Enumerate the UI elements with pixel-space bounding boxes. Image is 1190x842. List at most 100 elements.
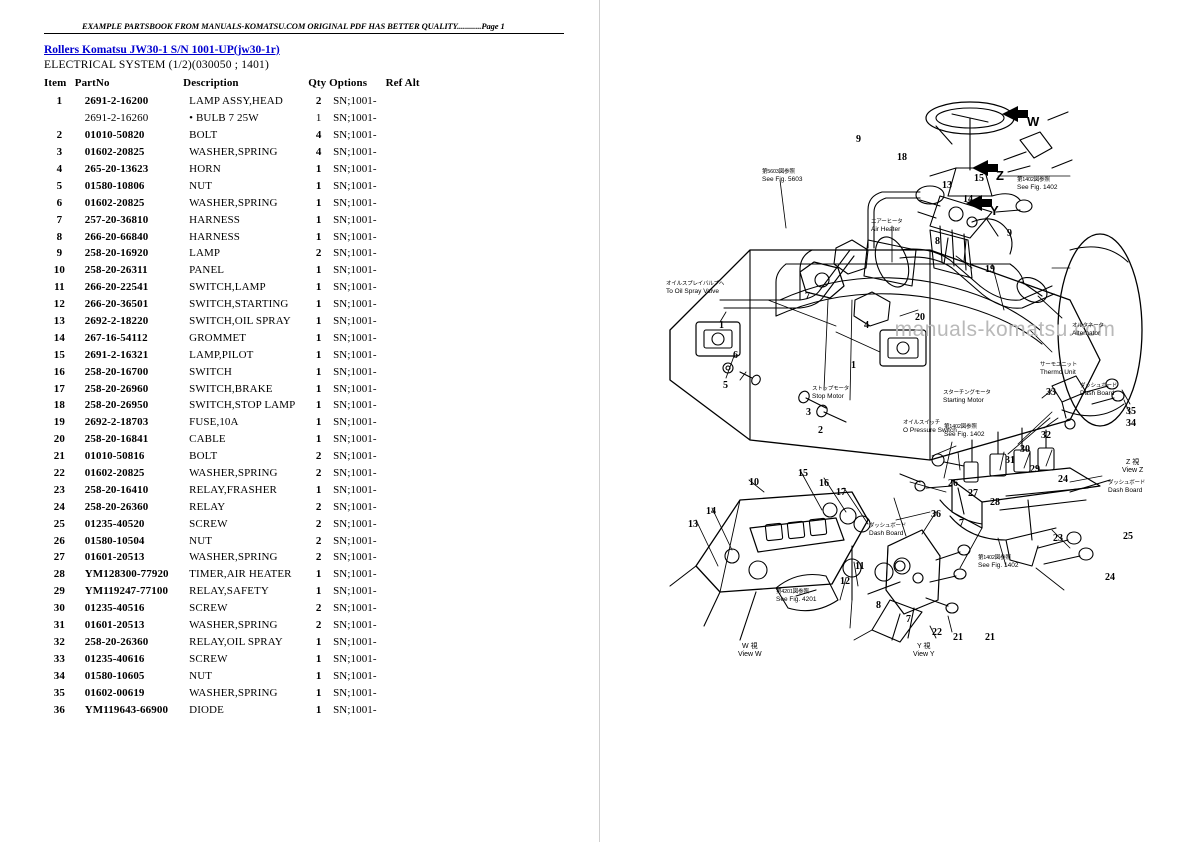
cell-item: 29	[53, 585, 65, 598]
cell-refalt	[386, 600, 424, 617]
callout-number: 32	[1041, 430, 1051, 441]
cell-refalt	[386, 110, 424, 127]
callout-number: 3	[806, 407, 811, 418]
callout-number: 7	[959, 518, 964, 529]
cell-partno: 258-20-26950	[84, 399, 149, 412]
cell-refalt	[386, 194, 424, 211]
label-en: See Fig. 5603	[762, 176, 803, 183]
cell-partno: 01235-40616	[84, 652, 145, 665]
callout-number: 8	[935, 236, 940, 247]
cell-item: 1	[56, 95, 63, 108]
cell-refalt	[386, 397, 424, 414]
cell-options: SN;1001-	[333, 281, 377, 294]
catalog-title-link[interactable]: Rollers Komatsu JW30-1 S/N 1001-UP(jw30-…	[44, 44, 280, 56]
cell-partno: 266-20-22541	[84, 281, 149, 294]
left-page: EXAMPLE PARTSBOOK FROM MANUALS-KOMATSU.C…	[44, 21, 564, 718]
cell-refalt	[386, 498, 424, 515]
cell-description: WASHER,SPRING	[189, 619, 278, 632]
cell-options: SN;1001-	[333, 331, 377, 344]
label-jp: 第1402図参照	[1017, 177, 1050, 183]
label-en: Dash Board	[1108, 487, 1143, 494]
cell-description: HORN	[189, 163, 221, 175]
label-en: O Pressure Switch	[903, 427, 957, 434]
cell-partno: 258-20-26960	[84, 382, 149, 395]
cell-partno: 01010-50820	[84, 129, 145, 142]
cell-options: SN;1001-	[333, 298, 377, 311]
cell-partno: 2691-2-16200	[84, 95, 149, 108]
cell-options: SN;1001-	[333, 500, 377, 513]
cell-partno: 01235-40516	[84, 602, 145, 615]
callout-number: 15	[974, 173, 984, 184]
cell-qty: 2	[315, 450, 322, 463]
cell-description: SCREW	[189, 652, 228, 665]
cell-partno: 267-16-54112	[84, 331, 148, 344]
callout-number: 7	[906, 614, 911, 625]
cell-qty: 1	[315, 652, 322, 665]
section-subtitle: ELECTRICAL SYSTEM (1/2)(030050 ; 1401)	[44, 59, 270, 71]
cell-qty: 1	[315, 416, 322, 429]
cell-partno: YM119247-77100	[84, 585, 169, 598]
cell-item: 36	[53, 703, 65, 716]
cell-item: 16	[53, 365, 65, 378]
view-label-jp: W 視	[742, 643, 758, 650]
cell-item: 30	[53, 602, 65, 615]
cell-refalt	[386, 211, 424, 228]
cell-item: 17	[53, 382, 65, 395]
right-page: EXAMPLE PARTSBOOK FROM MANUALS-KOMATSU.C…	[600, 0, 1190, 842]
cell-options: SN;1001-	[333, 399, 377, 412]
callout-number: 2	[818, 425, 823, 436]
cell-refalt	[386, 617, 424, 634]
callout-number: 4	[864, 320, 869, 331]
cell-item: 25	[53, 517, 65, 530]
cell-refalt	[386, 346, 424, 363]
callout-number: 14	[706, 506, 716, 517]
cell-item: 22	[53, 467, 65, 480]
cell-refalt	[386, 515, 424, 532]
callout-number: 16	[819, 478, 829, 489]
cell-qty: 2	[315, 467, 322, 480]
cell-partno: 01602-00619	[84, 686, 145, 699]
cell-refalt	[386, 532, 424, 549]
label-en: Dash Board	[869, 530, 904, 537]
cell-partno: 01601-20513	[84, 619, 145, 632]
cell-qty: 1	[315, 298, 322, 311]
cell-qty: 1	[315, 365, 322, 378]
cell-refalt	[386, 177, 424, 194]
callout-number: 31	[1005, 455, 1015, 466]
label-en: See Fig. 4201	[776, 596, 817, 603]
cell-partno: 258-20-16700	[84, 365, 149, 378]
cell-description: HARNESS	[189, 230, 240, 243]
cell-description: WASHER,SPRING	[189, 146, 278, 159]
column-header-description: Description	[183, 77, 239, 89]
parts-table: Item PartNo Description Qty Options Ref …	[44, 77, 424, 718]
label-jp: サーモユニット	[1040, 362, 1078, 368]
cell-description: LAMP ASSY,HEAD	[189, 95, 283, 108]
cell-partno: 01602-20825	[84, 467, 145, 480]
cell-item: 21	[53, 450, 65, 463]
cell-partno: 01580-10806	[84, 179, 145, 192]
callout-number: 24	[1058, 474, 1068, 485]
callout-number: 29	[1030, 464, 1040, 475]
label-jp: 第4201図参照	[776, 589, 809, 595]
cell-item: 2	[56, 129, 63, 142]
cell-options: SN;1001-	[333, 652, 377, 665]
callout-number: 17	[836, 487, 846, 498]
cell-refalt	[386, 329, 424, 346]
label-jp: 第5603図参照	[762, 169, 795, 175]
cell-options: SN;1001-	[333, 568, 377, 581]
cell-qty: 1	[315, 213, 322, 226]
cell-refalt	[386, 431, 424, 448]
column-header-qty: Qty	[308, 77, 327, 89]
cell-partno: 266-20-36501	[84, 298, 149, 311]
column-header-options: Options	[329, 77, 368, 89]
cell-description: BOLT	[189, 450, 218, 463]
